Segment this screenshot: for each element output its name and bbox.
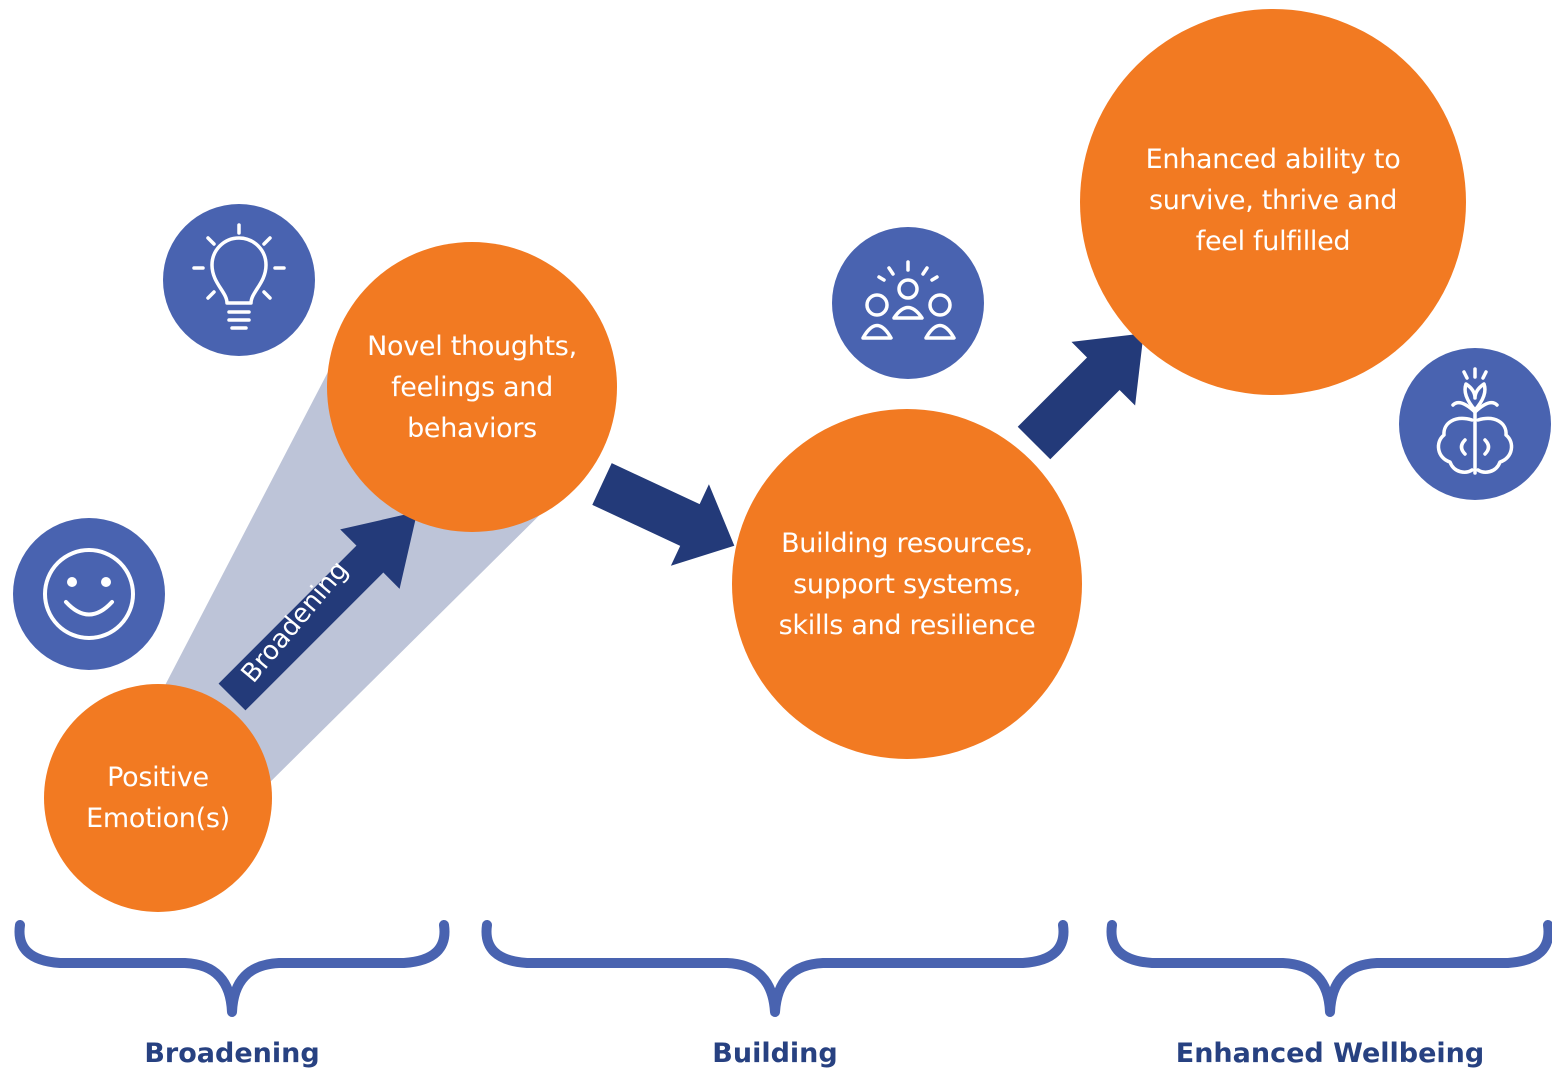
node-line: Novel thoughts, bbox=[367, 330, 577, 362]
phase-label-broadening: Broadening bbox=[144, 1038, 320, 1069]
node-building-resources-label: Building resources, support systems, ski… bbox=[732, 409, 1082, 759]
node-line: feelings and bbox=[391, 371, 553, 403]
node-enhanced-ability-label: Enhanced ability to survive, thrive and … bbox=[1080, 80, 1466, 320]
node-novel-thoughts bbox=[327, 242, 617, 532]
node-line: skills and resilience bbox=[778, 609, 1036, 641]
brain-growth-icon bbox=[1399, 348, 1551, 500]
phase-label-building: Building bbox=[712, 1038, 838, 1069]
node-enhanced-ability bbox=[1080, 9, 1466, 395]
node-line: feel fulfilled bbox=[1195, 225, 1351, 257]
node-line: Enhanced ability to bbox=[1145, 143, 1401, 175]
brace-enhanced-wellbeing bbox=[1106, 920, 1552, 1017]
smiley-face-icon bbox=[13, 518, 165, 670]
phase-label-enhanced-wellbeing: Enhanced Wellbeing bbox=[1175, 1038, 1485, 1069]
node-line: behaviors bbox=[407, 412, 537, 444]
node-line: Positive bbox=[107, 762, 209, 793]
brace-broadening bbox=[14, 920, 450, 1017]
node-line: support systems, bbox=[793, 568, 1021, 600]
flow-arrow-1 bbox=[592, 463, 735, 566]
brace-building bbox=[481, 920, 1069, 1017]
group-people-icon bbox=[832, 227, 984, 379]
node-positive-emotion bbox=[44, 684, 272, 912]
lightbulb-icon bbox=[163, 204, 315, 356]
flow-arrow-2 bbox=[1017, 333, 1144, 460]
node-positive-emotion-label: Positive Emotion(s) bbox=[44, 684, 272, 912]
node-line: Emotion(s) bbox=[86, 803, 230, 834]
node-novel-thoughts-label: Novel thoughts, feelings and behaviors bbox=[327, 242, 617, 532]
node-building-resources bbox=[732, 409, 1082, 759]
node-line: survive, thrive and bbox=[1148, 184, 1398, 216]
node-line: Building resources, bbox=[781, 527, 1033, 559]
broadening-arrow bbox=[218, 511, 418, 711]
